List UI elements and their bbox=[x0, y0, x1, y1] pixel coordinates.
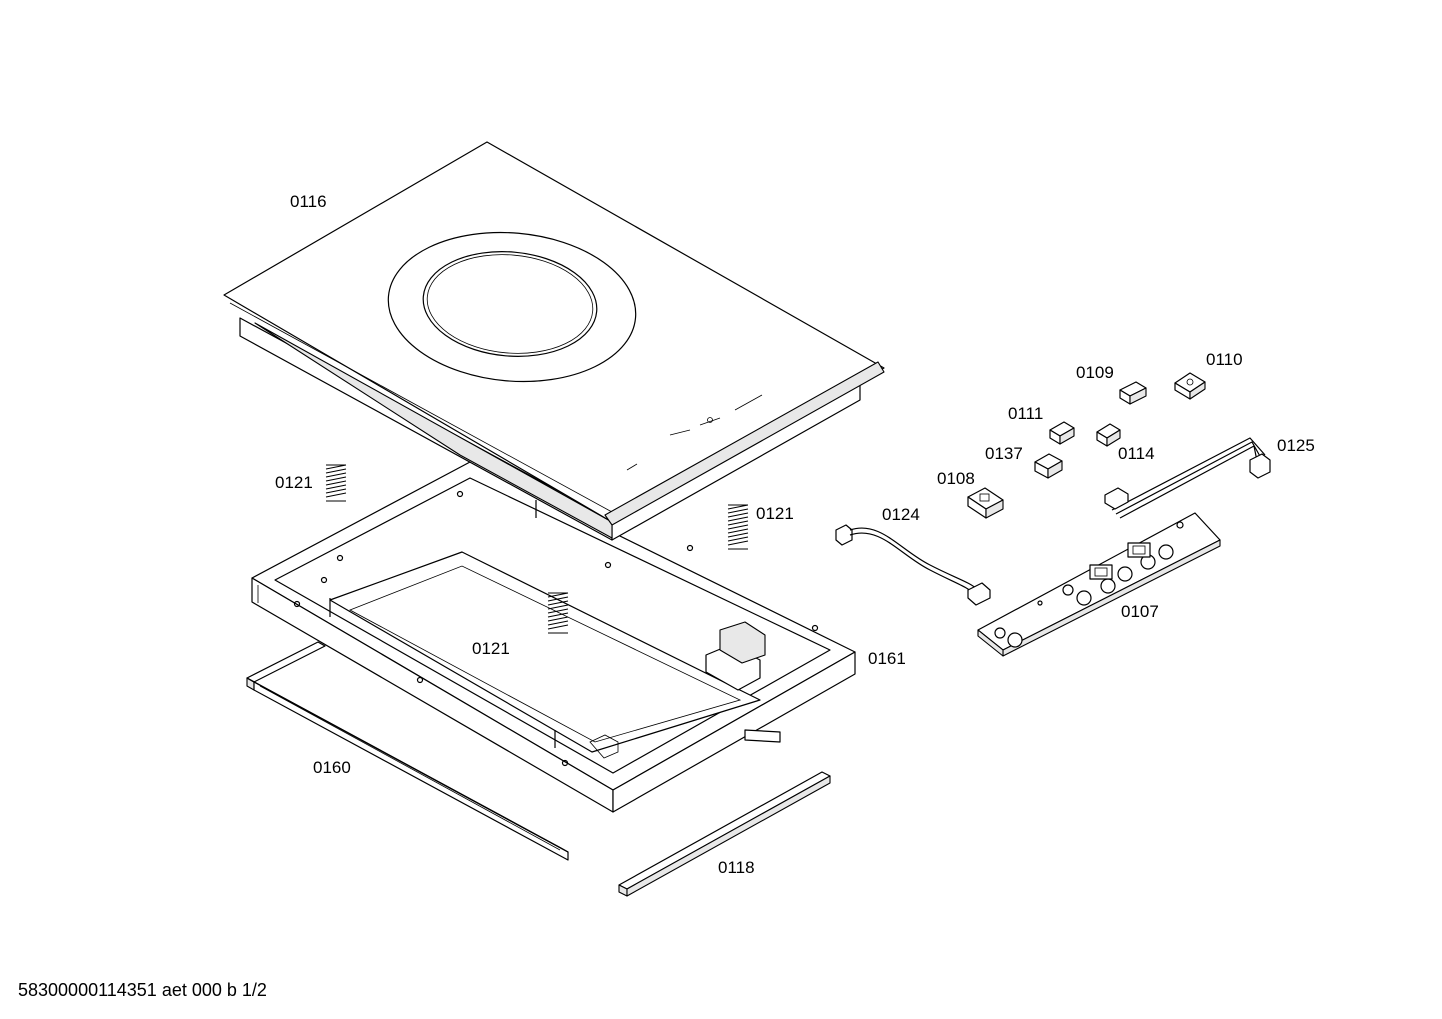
spring-center-0121[interactable] bbox=[547, 592, 569, 634]
cable-0124[interactable] bbox=[835, 524, 991, 606]
label-0114[interactable]: 0114 bbox=[1118, 444, 1155, 463]
frame-0161[interactable] bbox=[251, 461, 856, 813]
pcb-0107[interactable] bbox=[977, 512, 1221, 657]
seal-strip-0160[interactable] bbox=[246, 641, 569, 861]
label-0107[interactable]: 0107 bbox=[1121, 602, 1159, 621]
label-0111[interactable]: 0111 bbox=[1008, 404, 1043, 423]
cap-0108[interactable] bbox=[967, 487, 1004, 519]
label-0160[interactable]: 0160 bbox=[313, 758, 351, 777]
cap-0114[interactable] bbox=[1096, 423, 1121, 447]
cap-0110[interactable] bbox=[1174, 372, 1206, 400]
drawing-reference-footer: 58300000114351 aet 000 b 1/2 bbox=[18, 980, 267, 1000]
cable-0125[interactable] bbox=[1104, 437, 1271, 519]
label-0121-center[interactable]: 0121 bbox=[472, 639, 510, 658]
cap-0111[interactable] bbox=[1049, 421, 1075, 445]
label-0121-right[interactable]: 0121 bbox=[756, 504, 794, 523]
label-0121-left[interactable]: 0121 bbox=[275, 473, 313, 492]
seal-strip-0118[interactable] bbox=[618, 771, 831, 897]
cap-0137[interactable] bbox=[1034, 453, 1063, 479]
label-0108[interactable]: 0108 bbox=[937, 469, 975, 488]
label-0124[interactable]: 0124 bbox=[882, 505, 920, 524]
hob-top-0116[interactable] bbox=[223, 141, 885, 541]
cap-0109[interactable] bbox=[1119, 381, 1147, 405]
label-0110[interactable]: 0110 bbox=[1206, 350, 1243, 369]
label-0137[interactable]: 0137 bbox=[985, 444, 1023, 463]
spring-right-0121[interactable] bbox=[727, 504, 749, 550]
label-0118[interactable]: 0118 bbox=[718, 858, 755, 877]
label-0109[interactable]: 0109 bbox=[1076, 363, 1114, 382]
label-0161[interactable]: 0161 bbox=[868, 649, 906, 668]
label-0116[interactable]: 0116 bbox=[290, 192, 327, 211]
label-0125[interactable]: 0125 bbox=[1277, 436, 1315, 455]
spring-left-0121[interactable] bbox=[325, 464, 347, 502]
